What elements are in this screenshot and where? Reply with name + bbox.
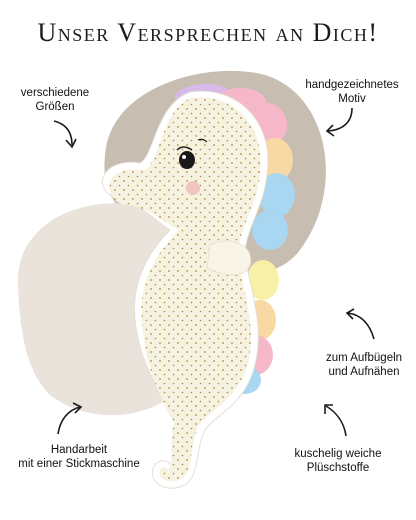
page-title: Unser Versprechen an Dich! [37, 18, 379, 47]
label-plush-line2: Plüschstoffe [306, 462, 370, 474]
label-sizes: verschiedene Größen [10, 86, 100, 114]
label-motif: handgezeichnetes Motiv [296, 78, 408, 106]
label-motif-line2: Motiv [338, 93, 366, 105]
label-plush: kuschelig weiche Plüschstoffe [278, 447, 398, 475]
seahorse-patch-image [101, 84, 295, 489]
curved-arrow-icon [53, 120, 77, 149]
label-handmade-line2: mit einer Stickmaschine [18, 458, 140, 470]
label-sizes-line1: verschiedene [20, 87, 90, 99]
curved-arrow-icon [324, 404, 347, 437]
curved-arrow-icon [345, 308, 375, 340]
label-handmade: Handarbeit mit einer Stickmaschine [4, 443, 154, 471]
label-iron-on-line2: und Aufnähen [328, 366, 400, 378]
curved-arrow-icon [325, 107, 353, 137]
label-iron-on-line1: zum Aufbügeln [325, 352, 403, 364]
label-plush-line1: kuschelig weiche [294, 448, 382, 460]
label-iron-on: zum Aufbügeln und Aufnähen [316, 351, 412, 379]
label-handmade-line1: Handarbeit [50, 444, 108, 456]
label-sizes-line2: Größen [35, 101, 75, 113]
rainbow-mane [175, 84, 295, 394]
label-motif-line1: handgezeichnetes [305, 79, 399, 91]
curved-arrow-icon [57, 402, 83, 435]
